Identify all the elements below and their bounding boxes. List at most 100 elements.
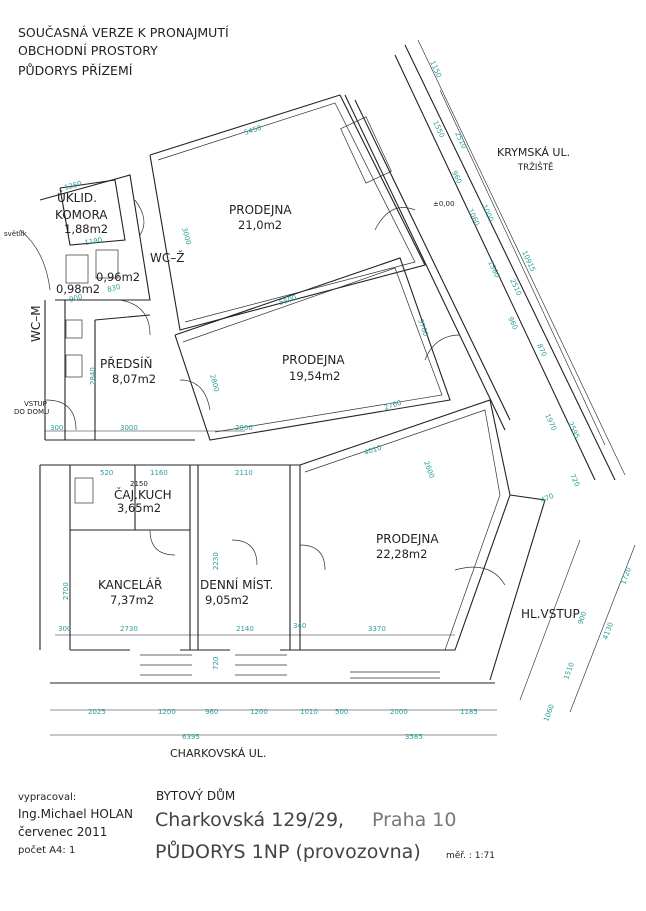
room-denni-area: 9,05m2 bbox=[205, 593, 249, 607]
room-labels: ÚKLID. KOMORA 1,88m2 světlík WC–Ž 0,96m2… bbox=[4, 190, 580, 621]
main-entrance-label: HL.VSTUP bbox=[521, 607, 580, 621]
prepared-by-label: vypracoval: bbox=[18, 792, 76, 803]
dim-label: 2510 bbox=[453, 130, 468, 150]
room-wc-m-name: WC–M bbox=[29, 305, 43, 342]
dim-label: 6395 bbox=[182, 733, 200, 741]
room-uklid-area: 1,88m2 bbox=[64, 222, 108, 236]
dim-label: 2150 bbox=[130, 480, 148, 488]
right-facade bbox=[344, 39, 626, 481]
dim-label: 10915 bbox=[520, 249, 537, 273]
room-predsin-area: 8,07m2 bbox=[112, 372, 156, 386]
dim-label: 1970 bbox=[543, 412, 558, 432]
room-uklid-name: ÚKLID. bbox=[57, 190, 97, 205]
dim-label: 300 bbox=[50, 424, 63, 432]
dimension-lines bbox=[45, 430, 636, 736]
dim-label: 3370 bbox=[368, 625, 386, 633]
dim-label: 1160 bbox=[150, 469, 168, 477]
dim-label: 3000 bbox=[120, 424, 138, 432]
dim-label: 340 bbox=[293, 622, 306, 630]
room-prodejna-3-walls bbox=[299, 399, 546, 681]
dim-label: 2800 bbox=[208, 373, 220, 392]
dim-label: 2510 bbox=[508, 277, 523, 297]
dim-label: 3000 bbox=[180, 226, 192, 245]
dim-label: 520 bbox=[100, 469, 113, 477]
header-line-3: PŮDORYS PŘÍZEMÍ bbox=[18, 63, 133, 78]
dim-label: 2595 bbox=[566, 420, 581, 440]
dim-label: 1150 bbox=[428, 59, 443, 79]
sheet-count: počet A4: 1 bbox=[18, 844, 75, 856]
dim-label: 5450 bbox=[243, 124, 262, 137]
dim-label: 2000 bbox=[390, 708, 408, 716]
room-prodejna-3-area: 22,28m2 bbox=[376, 547, 427, 561]
dim-label: 500 bbox=[335, 708, 348, 716]
dim-label: 1060 bbox=[542, 703, 556, 722]
room-prodejna-1-area: 21,0m2 bbox=[238, 218, 282, 232]
dim-label: 2230 bbox=[212, 552, 220, 570]
plan-title: PŮDORYS 1NP (provozovna) bbox=[155, 839, 421, 863]
room-predsin-name: PŘEDSÍŇ bbox=[100, 356, 153, 371]
dim-label: 960 bbox=[506, 315, 519, 331]
header-line-1: SOUČASNÁ VERZE K PRONAJMUTÍ bbox=[18, 25, 229, 40]
room-prodejna-2-area: 19,54m2 bbox=[289, 369, 340, 383]
service-block-walls bbox=[19, 174, 195, 441]
room-prodejna-2-name: PRODEJNA bbox=[282, 353, 345, 367]
dim-label: 720 bbox=[568, 472, 581, 488]
dim-label: 1560 bbox=[486, 259, 501, 279]
level-mark: ±0,00 bbox=[433, 200, 454, 208]
dim-label: 4010 bbox=[363, 444, 382, 457]
room-prodejna-1-name: PRODEJNA bbox=[229, 203, 292, 217]
dim-label: 870 bbox=[535, 342, 548, 358]
svetlik-label: světlík bbox=[4, 230, 28, 238]
dim-label: 2600 bbox=[422, 460, 436, 479]
vstup-label-2: DO DOMU bbox=[14, 408, 49, 416]
dim-label: 900 bbox=[68, 293, 83, 304]
vstup-label: VSTUP bbox=[24, 400, 47, 408]
room-kancelar-area: 7,37m2 bbox=[110, 593, 154, 607]
dim-label: 300 bbox=[58, 625, 71, 633]
dim-label: 1200 bbox=[250, 708, 268, 716]
dim-label: 470 bbox=[539, 492, 555, 505]
street-trziste: TRŽIŠTĚ bbox=[517, 161, 553, 173]
scale: měř. : 1:71 bbox=[446, 851, 495, 861]
address-main: Charkovská 129/29, bbox=[155, 809, 344, 831]
dim-label: 2025 bbox=[88, 708, 106, 716]
dim-label: 1060 bbox=[466, 207, 481, 227]
dim-label: 5500 bbox=[278, 294, 297, 307]
dim-label: 1010 bbox=[300, 708, 318, 716]
dim-label: 1190 bbox=[84, 236, 103, 247]
lower-rooms-walls bbox=[39, 464, 495, 684]
room-prodejna-3-name: PRODEJNA bbox=[376, 532, 439, 546]
dim-label: 1200 bbox=[158, 708, 176, 716]
dim-label: 1185 bbox=[460, 708, 478, 716]
dim-label: 2700 bbox=[62, 582, 70, 600]
bottom-dimensions: 2025 1200 960 1200 1010 500 2000 1185 63… bbox=[50, 59, 633, 741]
room-caj-kuch-name: ČAJ.KUCH bbox=[114, 487, 172, 502]
room-caj-kuch-area: 3,65m2 bbox=[117, 501, 161, 515]
dim-label: 1720 bbox=[619, 566, 633, 585]
dim-label: 2840 bbox=[89, 367, 97, 385]
dim-label: 960 bbox=[205, 708, 218, 716]
dim-label: 1510 bbox=[562, 661, 576, 680]
room-uklid-name-2: KOMORA bbox=[55, 208, 108, 222]
dim-label: 2140 bbox=[236, 625, 254, 633]
room-wc-m-area: 0,98m2 bbox=[56, 282, 100, 296]
room-denni-name: DENNÍ MÍST. bbox=[200, 577, 273, 592]
header-line-2: OBCHODNÍ PROSTORY bbox=[18, 43, 158, 58]
author: Ing.Michael HOLAN bbox=[18, 807, 133, 821]
street-krymska: KRYMSKÁ UL. bbox=[497, 146, 570, 159]
dim-label: 3585 bbox=[405, 733, 423, 741]
room-wc-z-area: 0,96m2 bbox=[96, 270, 140, 284]
dim-label: 720 bbox=[212, 657, 220, 670]
dim-label: 2110 bbox=[235, 469, 253, 477]
dim-label: 3760 bbox=[416, 318, 430, 337]
dim-label: 4130 bbox=[601, 621, 615, 640]
dim-label: 2730 bbox=[120, 625, 138, 633]
address-city: Praha 10 bbox=[372, 809, 456, 831]
building-type: BYTOVÝ DŮM bbox=[156, 788, 235, 803]
room-prodejna-2-walls bbox=[174, 257, 461, 441]
title-block: vypracoval: Ing.Michael HOLAN červenec 2… bbox=[18, 788, 495, 863]
dim-label: 1000 bbox=[480, 203, 495, 223]
room-wc-z-name: WC–Ž bbox=[150, 250, 184, 265]
date: červenec 2011 bbox=[18, 825, 107, 839]
